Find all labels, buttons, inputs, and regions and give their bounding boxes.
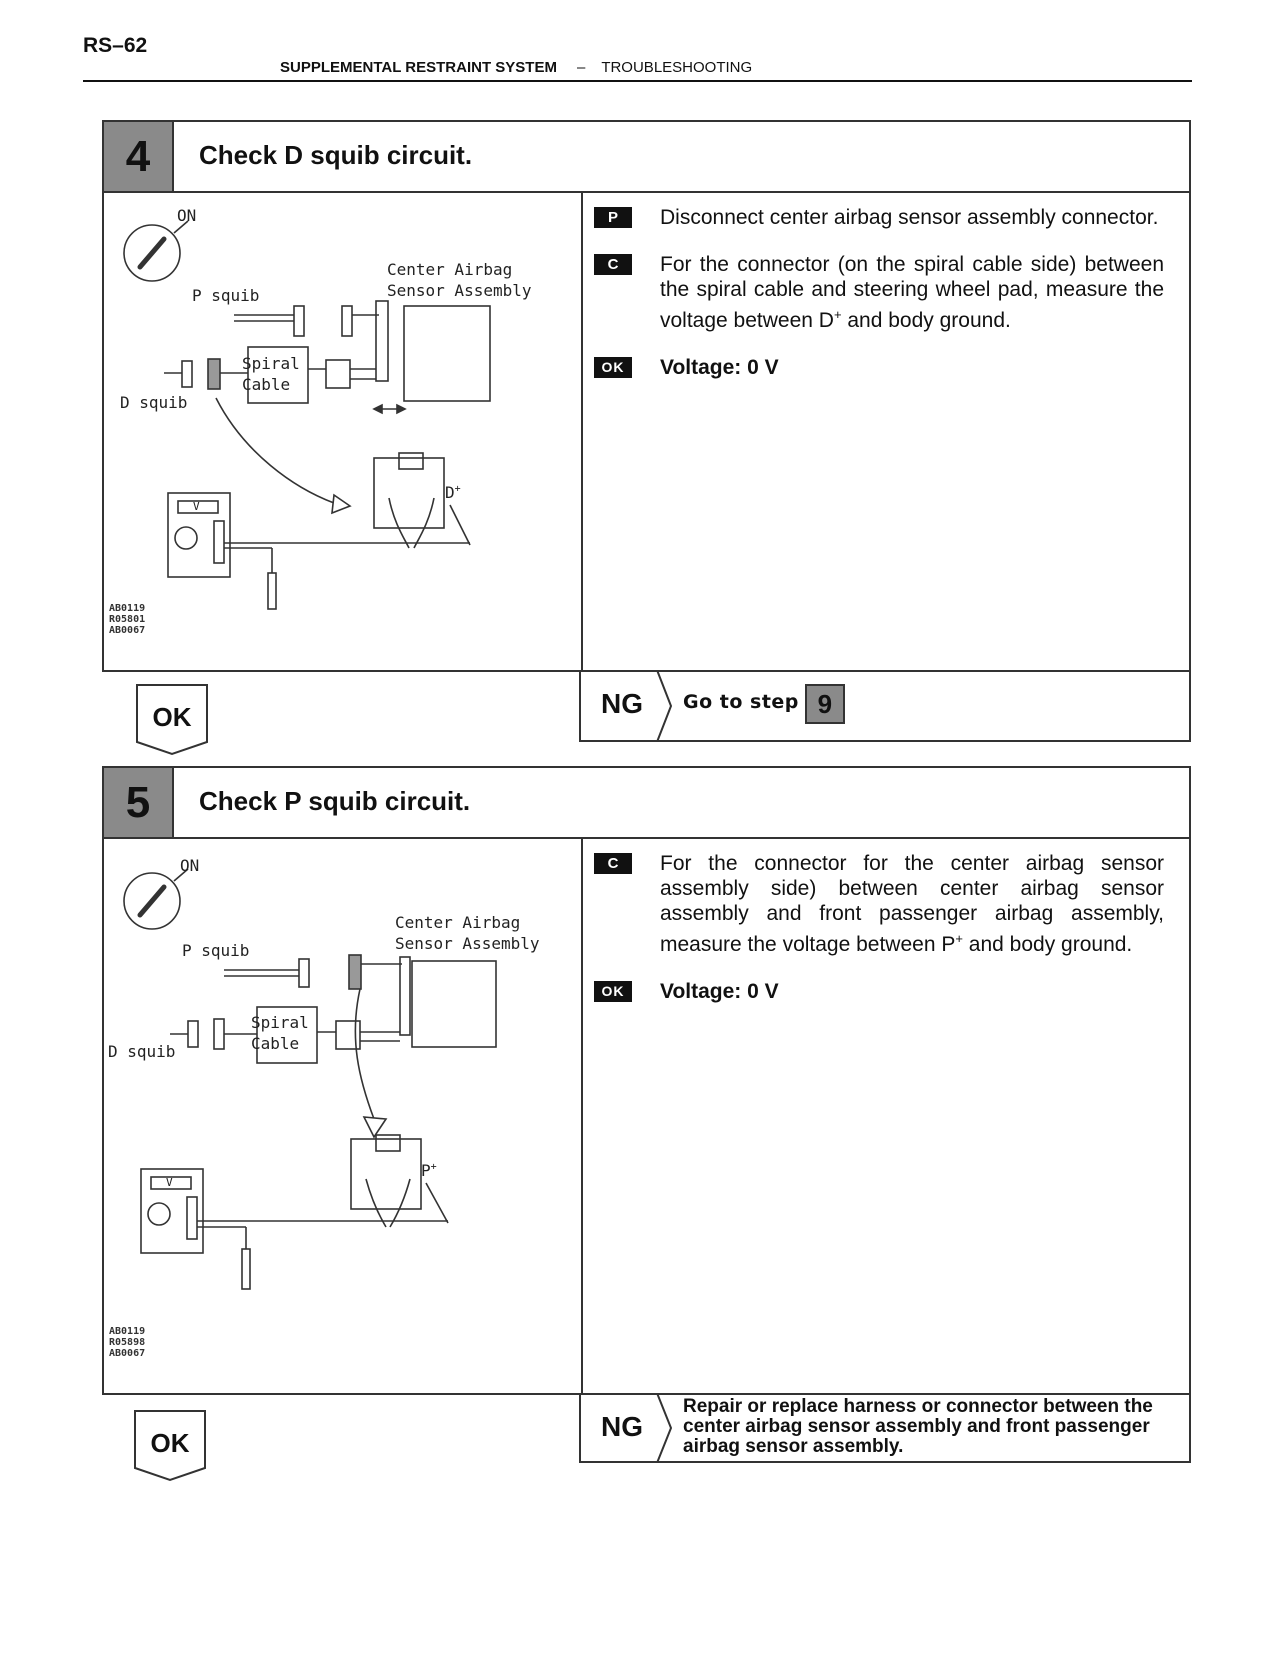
step-5-ng-box: NG Repair or replace harness or connecto…: [579, 1393, 1191, 1463]
d-squib-label: D squib: [120, 393, 188, 412]
instruction-ok: OK Voltage: 0 V: [594, 979, 1164, 1004]
terminal-label: D+: [445, 483, 461, 502]
sensor-label-line1: Center Airbag: [395, 913, 521, 932]
header-rule: [83, 80, 1192, 82]
voltage-spec: Voltage: 0 V: [660, 356, 779, 379]
instruction-text: For the connector (on the spiral cable s…: [660, 253, 1164, 332]
step-5-diagram: ON P squib Center Airbag Sensor Assembly…: [104, 839, 581, 1395]
ok-tag: OK: [594, 981, 632, 1002]
check-tag: C: [594, 254, 632, 275]
spiral-label-line2: Cable: [251, 1034, 300, 1053]
d-squib-circuit-illustration: [123, 220, 491, 610]
page-number: RS–62: [83, 34, 148, 57]
instruction-prepare: P Disconnect center airbag sensor assemb…: [594, 205, 1164, 230]
step-4-title: Check D squib circuit.: [199, 140, 473, 170]
figure-code-3: AB0067: [109, 1348, 146, 1359]
p-squib-circuit-illustration: [123, 868, 497, 1290]
spiral-label-line1: Spiral: [251, 1013, 309, 1032]
step-5-ok-badge: OK: [134, 1410, 206, 1482]
figure-code-1: AB0119: [109, 1326, 146, 1337]
p-squib-label: P squib: [182, 941, 250, 960]
ok-tag: OK: [594, 357, 632, 378]
meter-v-label: V: [193, 500, 200, 513]
step-5-instructions: C For the connector for the center airba…: [594, 851, 1164, 1026]
sensor-label-line2: Sensor Assembly: [387, 281, 532, 300]
ignition-on-label: ON: [180, 856, 200, 875]
check-tag: C: [594, 853, 632, 874]
ng-repair-action: Repair or replace harness or connector b…: [683, 1396, 1153, 1457]
instruction-text: Disconnect center airbag sensor assembly…: [660, 206, 1159, 229]
step-5-number: 5: [104, 768, 174, 838]
ng-chevron-icon: [656, 1393, 673, 1463]
instruction-text: For the connector for the center airbag …: [660, 852, 1164, 956]
instruction-check: C For the connector for the center airba…: [594, 851, 1164, 957]
subsection-title: TROUBLESHOOTING: [601, 59, 753, 76]
step-4-box: 4 Check D squib circuit.: [102, 120, 1191, 672]
sensor-label-line1: Center Airbag: [387, 260, 513, 279]
step-5-title: Check P squib circuit.: [199, 786, 471, 816]
prepare-tag: P: [594, 207, 632, 228]
spiral-label-line1: Spiral: [242, 354, 300, 373]
step-reference[interactable]: 9: [804, 684, 845, 724]
ignition-on-label: ON: [177, 206, 197, 225]
step-5-box: 5 Check P squib circuit.: [102, 766, 1191, 1395]
sensor-label-line2: Sensor Assembly: [395, 934, 540, 953]
step-4-instructions: P Disconnect center airbag sensor assemb…: [594, 205, 1164, 402]
terminal-label: P+: [421, 1161, 437, 1180]
meter-v-label: V: [166, 1176, 173, 1189]
instruction-ok: OK Voltage: 0 V: [594, 355, 1164, 380]
ng-chevron-icon: [656, 670, 673, 742]
ng-label: NG: [601, 688, 643, 719]
ng-label: NG: [601, 1411, 643, 1442]
section-title: SUPPLEMENTAL RESTRAINT SYSTEM: [280, 59, 557, 76]
p-squib-label: P squib: [192, 286, 260, 305]
step-4-ok-badge: OK: [136, 684, 208, 756]
figure-code-2: R05898: [109, 1337, 146, 1348]
figure-code-3: AB0067: [109, 625, 146, 636]
running-header: SUPPLEMENTAL RESTRAINT SYSTEM –TROUBLESHO…: [280, 59, 752, 76]
instruction-check: C For the connector (on the spiral cable…: [594, 252, 1164, 333]
d-squib-label: D squib: [108, 1042, 176, 1061]
ok-label: OK: [152, 702, 192, 732]
figure-code-2: R05801: [109, 614, 146, 625]
step-4-number: 4: [104, 122, 174, 192]
header-separator: –: [576, 59, 586, 76]
voltage-spec: Voltage: 0 V: [660, 980, 779, 1003]
figure-code-1: AB0119: [109, 603, 146, 614]
step-4-diagram: ON P squib Center Airbag Sensor Assembly…: [104, 193, 581, 672]
ok-label: OK: [150, 1428, 190, 1458]
spiral-label-line2: Cable: [242, 375, 291, 394]
